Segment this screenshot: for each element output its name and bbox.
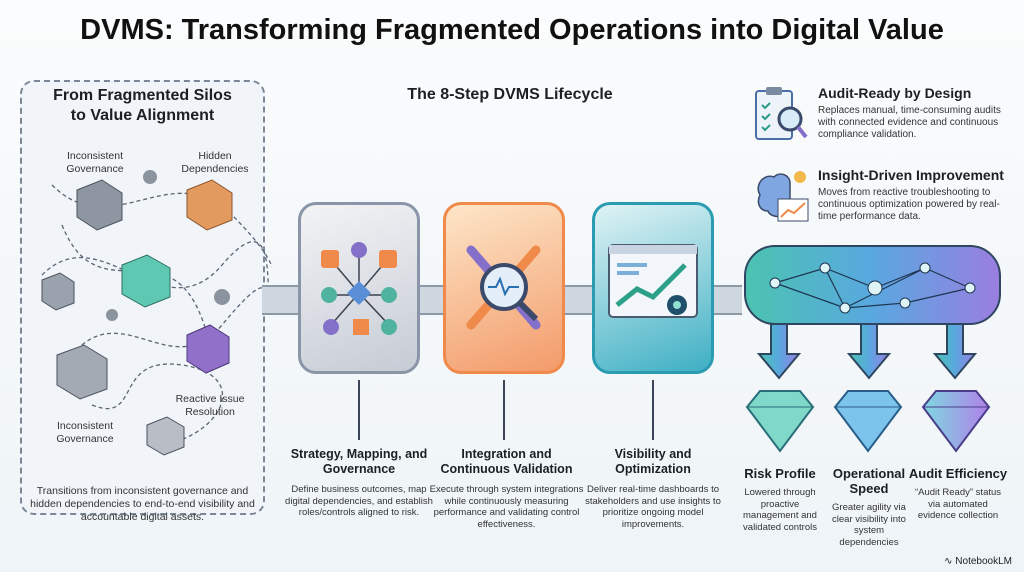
- step-description: Define business outcomes, map digital de…: [285, 484, 433, 518]
- value-title: Operational Speed: [832, 466, 906, 496]
- notebooklm-logo-icon: ∿: [944, 556, 956, 567]
- benefit-description: Moves from reactive troubleshooting to c…: [818, 187, 1000, 222]
- silos-heading-line2: to Value Alignment: [70, 107, 215, 124]
- magnifier-heartbeat-icon: [466, 245, 541, 330]
- tangled-silos-illustration: [41, 170, 272, 456]
- step-title: Integration and Continuous Validation: [440, 447, 573, 476]
- step-description: Deliver real-time dashboards to stakehol…: [585, 484, 721, 530]
- value-description: “Audit Ready” status via automated evide…: [914, 487, 1002, 521]
- benefit-title: Insight-Driven Improvement: [818, 167, 1004, 183]
- label-reactive-issue-resolution: Reactive Issue Resolution: [175, 393, 245, 418]
- benefit-title: Audit-Ready by Design: [818, 85, 972, 101]
- cube-gray-3: [56, 344, 108, 400]
- value-network-band: [744, 245, 1001, 380]
- step-title: Strategy, Mapping, and Governance: [290, 447, 428, 476]
- cube-gray-2: [41, 272, 75, 311]
- value-description: Lowered through proactive management and…: [743, 487, 817, 533]
- step-title: Visibility and Optimization: [614, 447, 692, 476]
- gem-risk-profile-icon: [745, 390, 815, 453]
- notebooklm-brand: ∿ NotebookLM: [944, 556, 1012, 567]
- cube-teal: [121, 254, 171, 308]
- label-inconsistent-governance-1: Inconsistent Governance: [66, 150, 124, 175]
- connector-line-1: [358, 380, 360, 440]
- step-card-integration: [443, 202, 565, 374]
- cube-gray-1: [76, 179, 123, 231]
- cube-orange: [186, 179, 233, 231]
- value-title: Risk Profile: [744, 466, 816, 481]
- gem-audit-efficiency-icon: [921, 390, 991, 453]
- network-diagram-icon: [321, 242, 397, 335]
- page-title: DVMS: Transforming Fragmented Operations…: [80, 14, 944, 46]
- brand-label: NotebookLM: [955, 556, 1012, 567]
- silos-heading-line1: From Fragmented Silos: [53, 87, 232, 104]
- cube-purple: [186, 324, 230, 374]
- brain-chart-icon: [757, 171, 809, 222]
- label-inconsistent-governance-2: Inconsistent Governance: [56, 420, 114, 445]
- value-title: Audit Efficiency: [908, 466, 1008, 481]
- connector-line-3: [652, 380, 654, 440]
- dashboard-chart-icon: [608, 244, 698, 318]
- clipboard-magnifier-icon: [755, 87, 808, 140]
- lifecycle-title: The 8-Step DVMS Lifecycle: [407, 86, 613, 103]
- benefit-description: Replaces manual, time-consuming audits w…: [818, 105, 1001, 140]
- step-card-visibility: [592, 202, 714, 374]
- silos-description: Transitions from inconsistent governance…: [30, 485, 255, 523]
- value-audit-efficiency: Audit Efficiency “Audit Ready” status via…: [908, 466, 1008, 522]
- gem-operational-speed-icon: [833, 390, 903, 453]
- step-description: Execute through system integrations whil…: [429, 484, 584, 530]
- label-hidden-dependencies: Hidden Dependencies: [181, 150, 249, 175]
- connector-line-2: [503, 380, 505, 440]
- silos-heading: From Fragmented Silos to Value Alignment: [20, 86, 265, 126]
- value-description: Greater agility via clear visibility int…: [832, 502, 906, 548]
- cube-gray-4: [146, 416, 185, 456]
- step-card-strategy: [298, 202, 420, 374]
